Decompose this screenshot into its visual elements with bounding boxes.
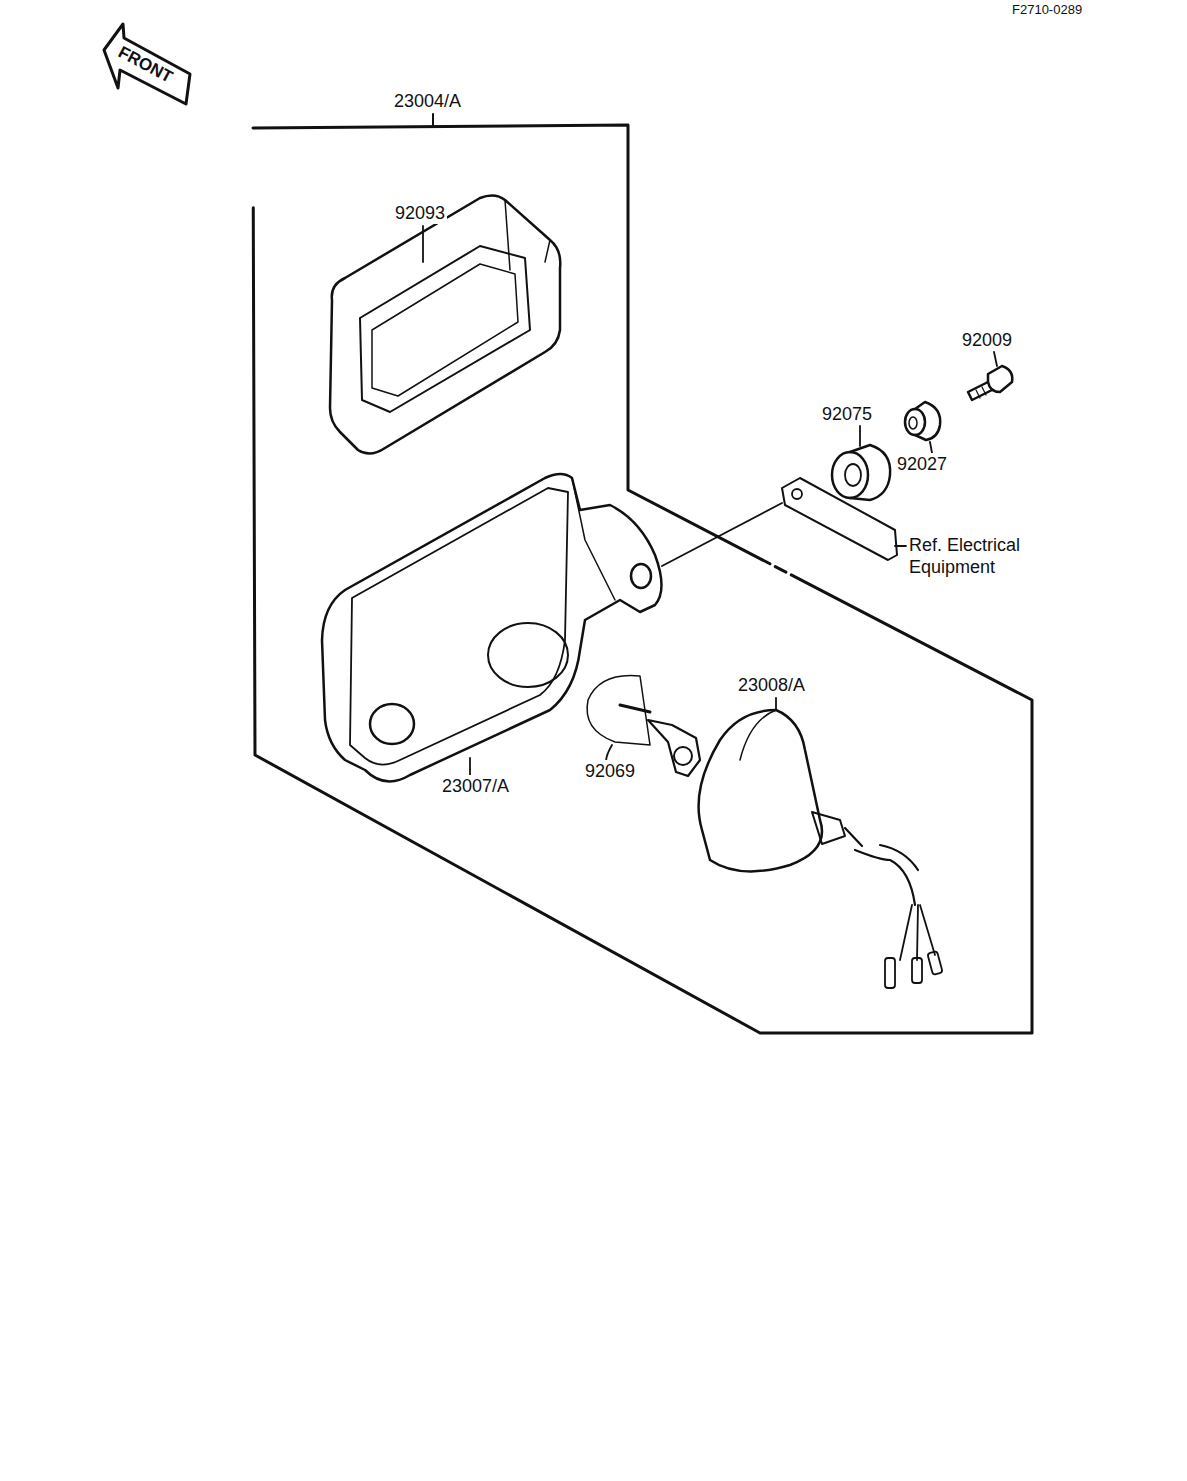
callout-number: 92009 — [960, 329, 1014, 351]
leader-line — [422, 226, 424, 262]
assembly-bracket — [253, 125, 1032, 1033]
callout-number: 92093 — [393, 202, 447, 224]
callout-number: 23008/A — [736, 674, 807, 696]
callout-number: 92069 — [583, 760, 637, 782]
leader-line — [994, 352, 997, 366]
callout-number: 92075 — [820, 403, 874, 425]
headlight-housing — [322, 474, 662, 781]
leader-line — [432, 114, 434, 127]
callout-number: 23004/A — [392, 90, 463, 112]
headlight-reflector — [699, 710, 943, 988]
drawing-code: F2710-0289 — [1010, 2, 1084, 17]
leader-line — [895, 545, 906, 547]
reference-note: Ref. Electrical Equipment — [907, 534, 1039, 578]
direction-label: FRONT — [112, 41, 178, 90]
rubber-grommet — [832, 445, 890, 500]
callout-number: 92027 — [895, 453, 949, 475]
leader-line — [859, 426, 861, 446]
callout-number: 23007/A — [440, 775, 511, 797]
headlight-rim — [330, 195, 560, 453]
bolt — [968, 366, 1012, 400]
leader-line — [469, 758, 471, 776]
front-arrow — [104, 24, 190, 104]
assembly-line — [662, 503, 782, 566]
collar — [905, 402, 940, 440]
leader-line — [930, 442, 932, 453]
leader-line — [775, 698, 777, 710]
mounting-bracket — [782, 478, 897, 560]
